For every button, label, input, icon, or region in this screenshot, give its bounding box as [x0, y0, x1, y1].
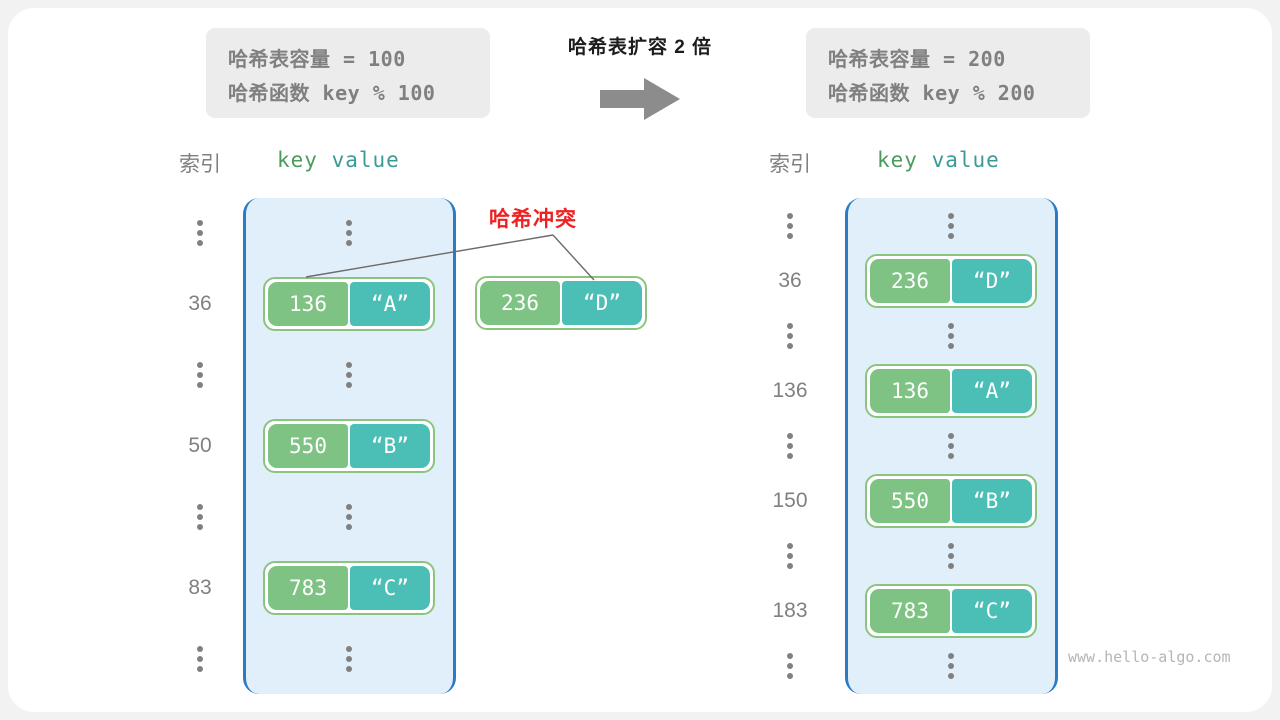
diagram-card — [8, 8, 1272, 712]
after-pair-236: 236“D” — [865, 253, 1037, 308]
after-index-header: 索引 — [769, 153, 811, 176]
after-bucket-ellipsis-icon — [948, 322, 954, 349]
arrow-right-icon — [600, 78, 680, 120]
after-pair-136: 136“A” — [865, 363, 1037, 418]
colliding-pair: 236 “D” — [475, 276, 647, 330]
before-info-box: 哈希表容量 = 100 哈希函数 key % 100 — [206, 28, 490, 118]
before-bucket-ellipsis-icon — [346, 503, 352, 530]
before-pair-key: 783 — [268, 565, 348, 610]
resize-label: 哈希表扩容 2 倍 — [567, 37, 713, 58]
before-index-ellipsis-icon — [197, 645, 203, 672]
before-index-ellipsis-icon — [197, 362, 203, 389]
after-pair-key: 550 — [870, 479, 950, 524]
before-pair-783: 783“C” — [263, 560, 435, 615]
watermark: www.hello-algo.com — [1068, 648, 1231, 666]
after-kv-header: key value — [877, 148, 1000, 172]
before-pair-value: “C” — [350, 565, 430, 610]
before-index-50: 50 — [188, 434, 212, 457]
before-index-36: 36 — [188, 292, 212, 316]
before-index-header: 索引 — [179, 153, 221, 176]
after-pair-key: 783 — [870, 589, 950, 634]
after-index-36: 36 — [778, 268, 802, 292]
after-bucket-ellipsis-icon — [948, 653, 954, 680]
after-bucket-ellipsis-icon — [948, 543, 954, 570]
after-index-ellipsis-icon — [787, 433, 793, 459]
after-index-183: 183 — [772, 599, 808, 623]
after-capacity-line: 哈希表容量 = 200 — [828, 47, 1006, 71]
after-pair-key: 236 — [870, 258, 950, 303]
collision-label: 哈希冲突 — [489, 208, 577, 231]
after-pair-550: 550“B” — [865, 474, 1037, 529]
before-pair-value: “A” — [350, 282, 430, 327]
before-bucket-ellipsis-icon — [346, 220, 352, 247]
after-pair-key: 136 — [870, 368, 950, 413]
before-pair-value: “B” — [350, 424, 430, 468]
before-pair-key: 550 — [268, 424, 348, 468]
before-index-ellipsis-icon — [197, 503, 203, 530]
after-pair-value: “D” — [952, 258, 1032, 303]
before-key-header: key — [277, 148, 318, 172]
after-value-header: value — [931, 148, 1000, 172]
after-pair-value: “B” — [952, 479, 1032, 524]
before-pair-key: 136 — [268, 282, 348, 327]
before-index-83: 83 — [188, 575, 212, 599]
before-bucket-ellipsis-icon — [346, 645, 352, 672]
before-hash-line: 哈希函数 key % 100 — [228, 81, 436, 105]
after-index-136: 136 — [772, 378, 808, 402]
before-value-header: value — [331, 148, 400, 172]
colliding-pair-value: “D” — [562, 281, 642, 325]
before-kv-header: key value — [277, 148, 400, 172]
after-pair-783: 783“C” — [865, 584, 1037, 639]
colliding-pair-key: 236 — [480, 281, 560, 325]
after-pair-value: “A” — [952, 368, 1032, 413]
before-bucket-ellipsis-icon — [346, 362, 352, 389]
before-capacity-line: 哈希表容量 = 100 — [228, 47, 406, 71]
after-bucket-ellipsis-icon — [948, 433, 954, 459]
after-index-ellipsis-icon — [787, 653, 793, 680]
after-index-ellipsis-icon — [787, 543, 793, 570]
before-index-ellipsis-icon — [197, 220, 203, 247]
after-info-box: 哈希表容量 = 200 哈希函数 key % 200 — [806, 28, 1090, 118]
after-index-150: 150 — [772, 489, 808, 513]
after-bucket-ellipsis-icon — [948, 212, 954, 239]
after-pair-value: “C” — [952, 589, 1032, 634]
before-pair-136: 136“A” — [263, 277, 435, 332]
after-index-ellipsis-icon — [787, 322, 793, 349]
before-pair-550: 550“B” — [263, 419, 435, 473]
after-hash-line: 哈希函数 key % 200 — [828, 81, 1036, 105]
after-index-ellipsis-icon — [787, 212, 793, 239]
after-key-header: key — [877, 148, 918, 172]
